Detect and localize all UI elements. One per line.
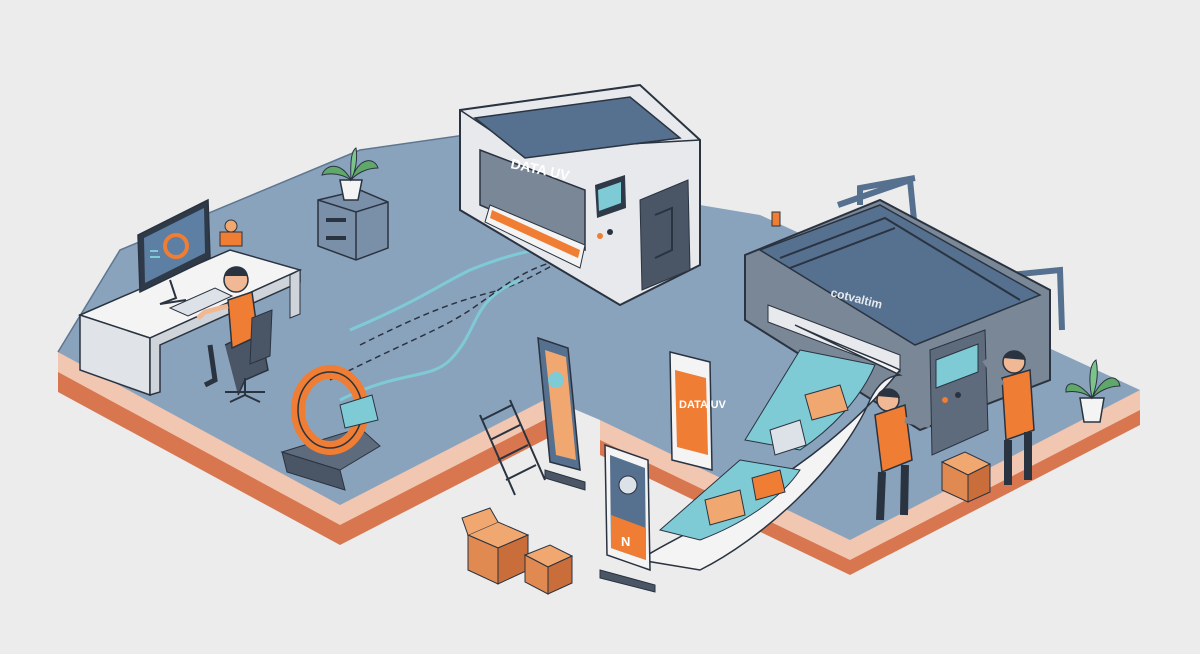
potted-plant-left — [321, 147, 379, 201]
blue-banner-text: N — [621, 534, 630, 549]
worker-printer-front — [874, 388, 931, 521]
rollup-banner-orange: DATA UV — [669, 351, 727, 471]
computer-monitor — [137, 198, 234, 317]
file-cabinet — [317, 189, 389, 261]
orange-ring-sculpture — [280, 365, 381, 491]
uv-printer: DATA UV — [459, 83, 701, 307]
step-ladder — [479, 399, 546, 496]
printed-output-sheet — [638, 324, 903, 571]
desk-figurine — [219, 219, 243, 247]
rollup-banner-left — [537, 336, 586, 491]
rollup-banner-blue: N — [599, 443, 656, 593]
potted-plant-right — [1065, 359, 1121, 423]
large-format-printer: cotvaltim — [744, 175, 1065, 456]
cardboard-box-right — [940, 451, 992, 503]
worker-at-computer — [196, 266, 273, 403]
cardboard-boxes-bottom — [461, 507, 574, 595]
worker-printer-side — [982, 350, 1035, 485]
orange-banner-text: DATA UV — [679, 399, 727, 411]
